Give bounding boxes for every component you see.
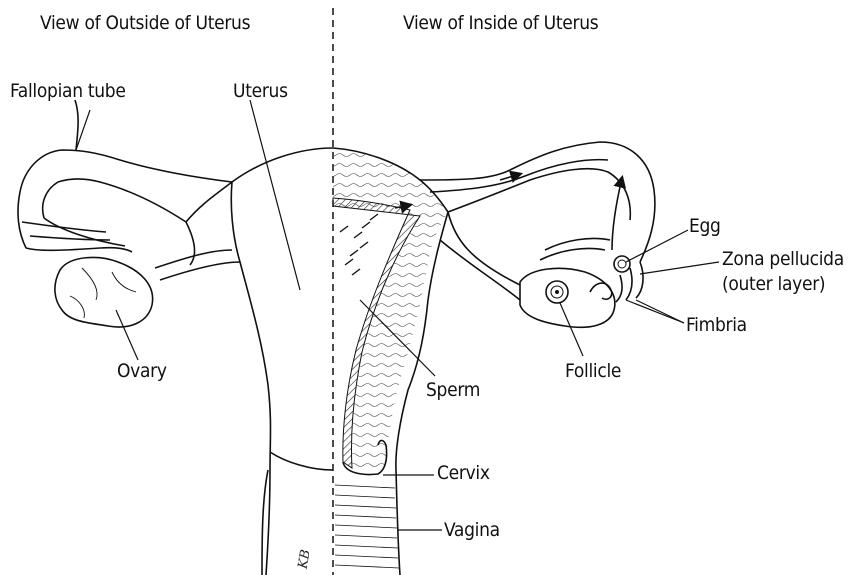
artist-signature: KB: [295, 548, 313, 571]
label-cervix: Cervix: [437, 462, 490, 484]
label-zona-pellucida: Zona pellucida: [722, 248, 844, 270]
label-uterus: Uterus: [233, 80, 288, 102]
label-fallopian-tube: Fallopian tube: [10, 80, 126, 102]
label-zona-pellucida-sub: (outer layer): [722, 273, 825, 295]
label-sperm: Sperm: [426, 379, 480, 401]
label-ovary: Ovary: [117, 360, 167, 382]
outside-uterus: [18, 100, 333, 575]
label-egg: Egg: [689, 215, 721, 237]
label-follicle: Follicle: [565, 360, 621, 382]
heading-outside-view: View of Outside of Uterus: [40, 12, 250, 34]
label-fimbria: Fimbria: [686, 314, 747, 336]
heading-inside-view: View of Inside of Uterus: [403, 12, 598, 34]
label-vagina: Vagina: [444, 519, 500, 541]
inside-uterus: [333, 142, 655, 575]
